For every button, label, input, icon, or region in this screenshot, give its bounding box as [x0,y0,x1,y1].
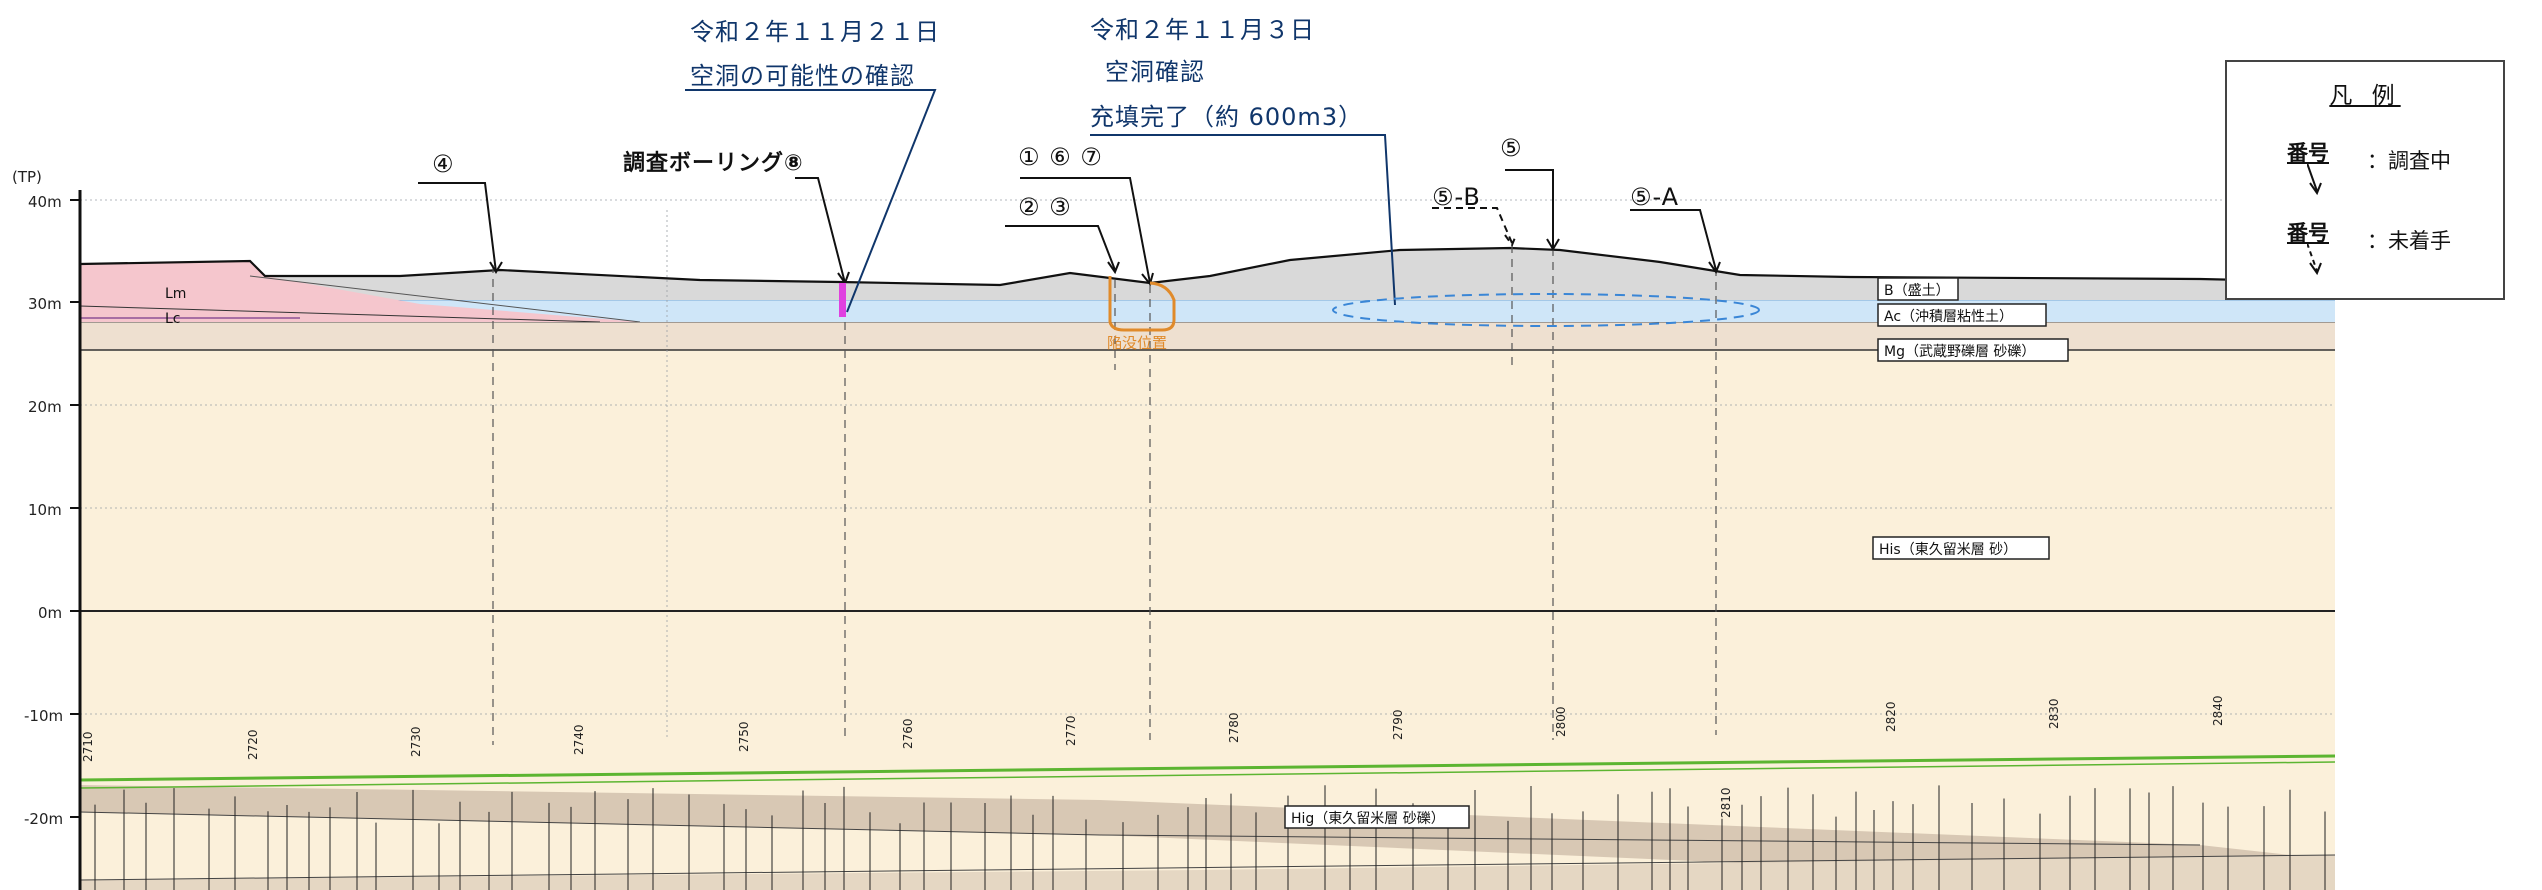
legend-title: 凡 例 [2329,83,2401,109]
legend-desc: ：未着手 [2367,229,2451,253]
lc-label: Lc [165,311,181,327]
ac-clay-layer [80,300,2335,322]
hig-label: Hig（東久留米層 砂礫） [1291,811,1445,827]
annotation-nov3-desc: 空洞確認 [1105,58,1205,86]
station-label: 2730 [409,726,423,757]
lm-label: Lm [165,286,186,302]
legend-code: 番号 [2287,141,2329,165]
b-fill-layer [80,248,2335,300]
survey-point-1-6-7: ① ⑥ ⑦ [1018,143,1103,171]
survey-point-boring8: 調査ボーリング⑧ [623,151,804,176]
ground-surface-line [79,246,2336,287]
elevation-tick: 10m [28,501,62,519]
lm-loam-layer [80,261,640,322]
annotation-nov3-date: 令和２年１１月３日 [1090,16,1315,44]
legend-box: 凡 例 番号 ：調査中 番号 ：未着手 [2225,60,2505,300]
legend-desc: ：調査中 [2367,149,2451,173]
station-label: 2830 [2047,698,2061,729]
elevation-tick: 40m [28,193,62,211]
elevation-tick: 20m [28,398,62,416]
annotation-nov21-date: 令和２年１１月２１日 [690,18,940,46]
survey-point-4: ④ [432,150,455,178]
collapse-outline [1108,276,1176,332]
annotation-nov21-desc: 空洞の可能性の確認 [690,62,915,90]
station-label: 2750 [737,721,751,752]
boring-marker [839,283,846,317]
elevation-tick: -20m [24,810,63,828]
survey-point-5b: ⑤-B [1432,183,1481,211]
survey-point-5: ⑤ [1500,134,1523,162]
station-label: 2800 [1554,706,1568,737]
mg-label: Mg（武蔵野礫層 砂礫） [1884,344,2035,360]
legend-item-in-progress: 番号 ：調査中 [2287,137,2451,196]
survey-point-5a: ⑤-A [1630,183,1680,211]
station-label: 2710 [81,731,95,762]
layer-label-boxes: B（盛土） Ac（沖積層粘性土） Mg（武蔵野礫層 砂礫） His（東久留米層 … [1284,277,2069,829]
his-label: His（東久留米層 砂） [1879,542,2017,558]
elevation-tick: 0m [38,604,62,622]
station-label: 2810 [1719,787,1733,818]
dashed-arrow-icon [2307,242,2322,276]
station-label: 2790 [1391,709,1405,740]
legend-item-not-started: 番号 ：未着手 [2287,217,2451,276]
station-label: 2770 [1064,715,1078,746]
station-label: 2760 [901,718,915,749]
ac-label: Ac（沖積層粘性土） [1884,309,2013,325]
station-label: 2720 [246,729,260,760]
collapse-label: 陥没位置 [1107,334,1167,352]
station-label: 2780 [1227,712,1241,743]
green-boundary-line [79,754,2336,782]
b-label: B（盛土） [1884,283,1950,299]
station-label: 2740 [572,724,586,755]
elevation-unit: (TP) [12,168,42,186]
elevation-tick: 30m [28,295,62,313]
cavity-ellipse [1332,293,1760,327]
legend-code: 番号 [2287,221,2329,245]
survey-point-2-3: ② ③ [1018,193,1072,221]
station-label: 2840 [2211,695,2225,726]
solid-arrow-icon [2307,162,2322,196]
elevation-tick: -10m [24,707,63,725]
hig-gravel-layer [80,785,2335,872]
station-label: 2820 [1884,701,1898,732]
annotation-nov3-fill: 充填完了（約 600m3） [1090,103,1364,131]
